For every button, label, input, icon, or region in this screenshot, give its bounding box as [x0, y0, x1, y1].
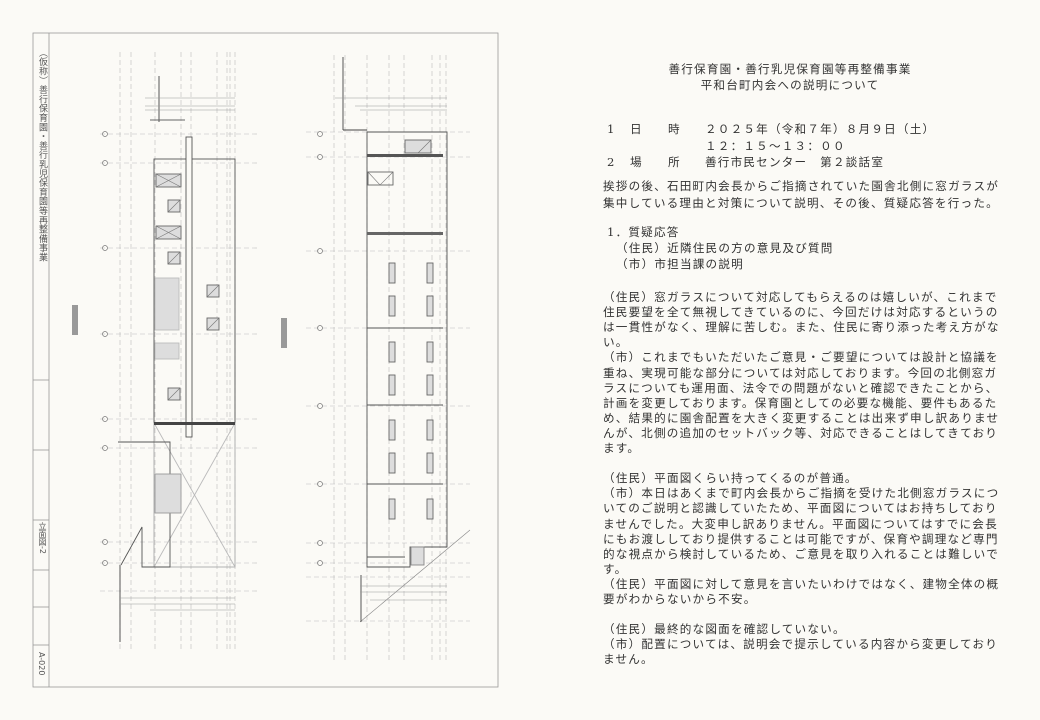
info-label: 所 — [668, 155, 681, 169]
view-label-right — [281, 318, 287, 348]
qa-line: んが、北側の追加のセットバック等、対応できることはしてきており — [603, 425, 999, 440]
legend-city: （市）市担当課の説明 — [616, 257, 744, 271]
qa-line: 的な視点から検討しているため、ご意見を取り入れることは難しいで — [603, 546, 999, 561]
qa-line: ませんでした。大変申し訳ありません。平面図についてはすでに会長 — [603, 516, 998, 531]
qa-line: 要がわからないから不安。 — [603, 592, 757, 606]
qa-line: （市）本日はあくまで町内会長からご指摘を受けた北側窓ガラスにつ — [603, 486, 1000, 501]
qa-line: （住民）平面図くらい持ってくるのが普通。 — [603, 471, 858, 486]
qa-line: 住民要望を全て無視してきているのに、今回だけは対応するというの — [603, 305, 999, 320]
left-elevation — [118, 76, 236, 642]
document-title-line2: 平和台町内会への説明について — [700, 78, 880, 92]
info-label: 日 — [630, 122, 643, 136]
qa-line: ラスについても運用面、法令での問題がないと確認できたことから、 — [603, 380, 999, 395]
intro-line: 集中している理由と対策について説明、その後、質疑応答を行った。 — [603, 196, 999, 210]
grid-markers — [102, 131, 323, 566]
legend-resident: （住民）近隣住民の方の意見及び質問 — [616, 241, 834, 255]
document-title-line1: 善行保育園・善行乳児保育園等再整備事業 — [668, 62, 912, 76]
qa-line: は一貫性がなく、理解に苦しむ。また、住民に寄り添った考え方がな — [603, 320, 1000, 335]
qa-line: （住民）最終的な図面を確認していない。 — [603, 622, 846, 637]
info-number: 1 — [607, 122, 616, 136]
drawing-frame — [32, 32, 499, 688]
section-heading: 1．質疑応答 — [607, 225, 680, 239]
qa-line: 計画を変更しております。保育園としての必要な機能、要件もあるた — [603, 395, 998, 410]
info-place-value: 善行市民センター 第２談話室 — [705, 155, 885, 169]
qa-line: す。 — [603, 561, 628, 576]
drawing-project-title: （仮称）善行保育園・善行乳児保育園等再整備事業 — [37, 48, 47, 262]
drawing-sheet-name: 立面図-2 — [38, 522, 47, 554]
drawing-sheet-number: A-020 — [37, 652, 46, 676]
qa-line: にもお渡ししており提供することは可能ですが、保育や調理など専門 — [603, 531, 999, 546]
intro-line: 挨拶の後、石田町内会長からご指摘されていた園舎北側に窓ガラスが — [603, 179, 1000, 193]
architectural-drawing-page: （仮称）善行保育園・善行乳児保育園等再整備事業 立面図-2 A-020 — [32, 32, 499, 688]
info-label: 時 — [668, 122, 681, 136]
qa-line: （市）これまでもいただいたご意見・ご要望については設計と協議を — [603, 350, 999, 365]
qa-line: め、結果的に園舎配置を大きく変更することは出来ず申し訳ありませ — [603, 410, 1000, 425]
info-date-value: ２０２５年（令和７年）８月９日（土） — [705, 122, 936, 136]
qa-line: ます。 — [603, 441, 641, 455]
qa-line: ません。 — [603, 652, 654, 667]
view-label-left — [72, 305, 78, 335]
info-number: 2 — [607, 155, 616, 169]
qa-line: 重ね、実現可能な部分については対応しております。今回の北側窓ガ — [603, 365, 998, 380]
info-time-value: １２：１５～１３：００ — [705, 139, 846, 153]
qa-line: （市）配置については、説明会で提示している内容から変更しており — [603, 637, 998, 652]
right-elevation — [335, 57, 471, 623]
qa-line: （住民）平面図に対して意見を言いたいわけではなく、建物全体の概 — [603, 576, 1000, 591]
qa-line: （住民）窓ガラスについて対応してもらえるのは嬉しいが、これまで — [603, 290, 998, 304]
qa-line: いてのご説明と認識していたため、平面図についてはお持ちしており — [603, 501, 998, 516]
info-label: 場 — [630, 155, 643, 169]
elevation-drawing — [32, 32, 499, 688]
qa-line: い。 — [603, 335, 629, 350]
